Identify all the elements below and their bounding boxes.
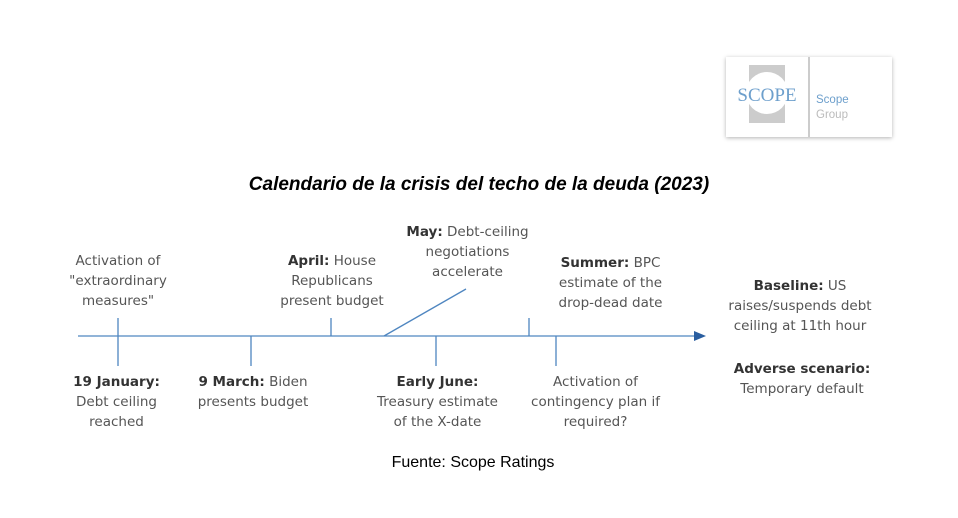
tick-may xyxy=(383,288,467,337)
event-early-june: Early June: Treasury estimate of the X-d… xyxy=(377,374,498,430)
diagram-title: Calendario de la crisis del techo de la … xyxy=(248,174,710,195)
source-note: Fuente: Scope Ratings xyxy=(391,454,555,471)
event-19-january: 19 January: Debt ceiling reached xyxy=(73,374,160,430)
event-extraordinary-measures: Activation of "extraordinary measures" xyxy=(69,253,167,309)
logo-mark: SCOPE xyxy=(737,85,797,106)
timeline-arrow-icon xyxy=(694,331,706,341)
outcome-adverse: Adverse scenario: Temporary default xyxy=(733,361,871,397)
logo-line2: Group xyxy=(816,109,848,121)
event-may: May: Debt-ceiling negotiations accelerat… xyxy=(406,224,529,280)
event-9-march: 9 March: Biden presents budget xyxy=(197,374,309,410)
event-summer: Summer: BPC estimate of the drop-dead da… xyxy=(558,255,663,311)
event-contingency: Activation of contingency plan if requir… xyxy=(531,374,660,430)
outcome-baseline: Baseline: US raises/suspends debt ceilin… xyxy=(728,278,872,334)
event-april: April: House Republicans present budget xyxy=(280,253,384,309)
logo-line1: Scope xyxy=(816,94,849,106)
